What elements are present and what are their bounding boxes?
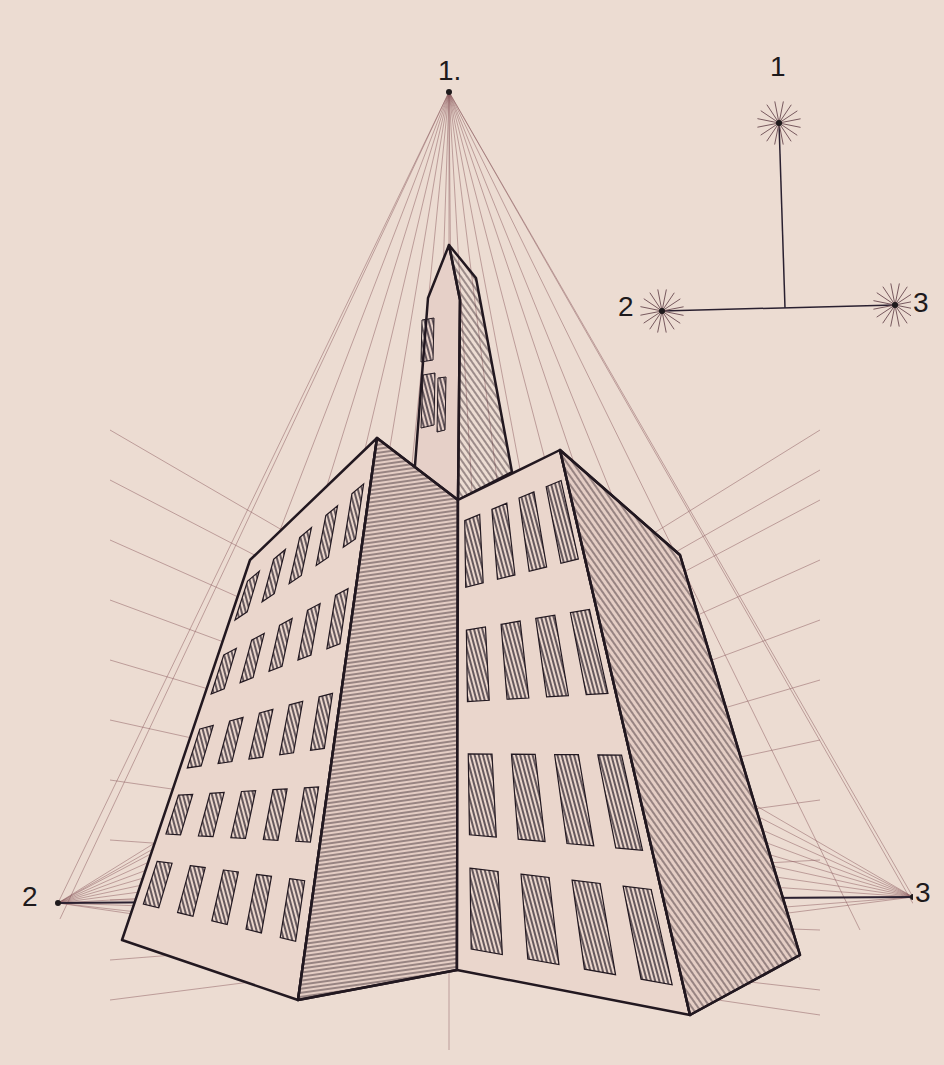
star-ray: [650, 293, 675, 329]
window: [310, 693, 332, 750]
star-ray: [640, 307, 683, 315]
vanishing-point-label: 3: [911, 288, 931, 318]
vanishing-point-label: 2: [20, 882, 40, 912]
window: [212, 870, 239, 925]
star-ray: [883, 287, 908, 323]
window: [269, 618, 292, 671]
vanishing-point-dot: [892, 302, 898, 308]
window: [235, 571, 259, 620]
vanishing-point-label: 1: [768, 52, 788, 82]
window: [296, 787, 319, 842]
star-ray: [761, 111, 798, 135]
star-ray: [640, 307, 683, 316]
window: [470, 868, 502, 954]
star-ray: [757, 119, 800, 128]
window: [623, 886, 672, 985]
window: [187, 725, 213, 768]
vanishing-point-dot: [776, 120, 782, 126]
star-ray: [650, 293, 674, 330]
window: [249, 709, 273, 759]
vanishing-point-dot: [55, 900, 61, 906]
window: [289, 528, 311, 584]
window: [280, 701, 303, 754]
window: [198, 792, 224, 836]
window: [231, 791, 256, 839]
window: [465, 514, 483, 587]
window: [316, 506, 337, 566]
right-wing-face-base: [560, 450, 800, 1015]
window: [468, 754, 496, 837]
construction-lines: [58, 92, 913, 1050]
window: [572, 880, 615, 975]
star-ray: [644, 299, 680, 324]
window: [218, 717, 243, 763]
vanishing-point-dot: [446, 89, 452, 95]
window: [143, 861, 172, 908]
vanishing-point-dot: [659, 308, 665, 314]
window: [492, 503, 515, 579]
window: [570, 609, 608, 694]
window: [598, 755, 643, 850]
star-ray: [658, 289, 666, 332]
window: [263, 789, 287, 840]
star-ray: [775, 101, 783, 144]
window: [327, 589, 348, 649]
star-ray: [761, 111, 797, 136]
window: [178, 866, 206, 917]
star-ray: [658, 289, 667, 332]
window: [511, 754, 545, 841]
star-ray: [877, 293, 914, 317]
star-ray: [877, 293, 913, 318]
tower-right-face: [449, 245, 512, 500]
vanishing-point-label: 1.: [436, 56, 463, 86]
vanishing-point-label: 2: [616, 292, 636, 322]
window: [555, 755, 594, 846]
key-axis: [779, 123, 785, 308]
window: [262, 549, 285, 601]
tower-window: [421, 373, 435, 428]
window: [501, 621, 529, 699]
window: [519, 492, 547, 572]
window: [343, 484, 363, 547]
window: [280, 879, 304, 942]
star-ray: [891, 283, 900, 326]
front-left-face-base: [298, 438, 458, 1000]
window: [240, 633, 264, 682]
window: [521, 874, 559, 964]
window: [466, 627, 489, 702]
window: [298, 604, 320, 661]
star-ray: [767, 105, 791, 142]
front-left-face: [298, 438, 458, 1000]
right-wing-face: [560, 450, 800, 1015]
window: [546, 481, 578, 564]
star-ray: [644, 299, 681, 323]
building-drawing: [122, 245, 800, 1015]
tower-window: [421, 318, 434, 362]
star-ray: [757, 119, 800, 127]
key-axis: [662, 305, 895, 311]
star-ray: [891, 283, 899, 326]
tower-window: [437, 377, 446, 432]
star-ray: [883, 287, 907, 324]
star-ray: [775, 101, 784, 144]
window: [211, 648, 236, 694]
star-ray: [767, 105, 792, 141]
window: [246, 874, 271, 933]
window: [536, 615, 569, 697]
window: [166, 794, 193, 835]
tower-left-face: [414, 245, 460, 500]
vanishing-point-key: [55, 89, 917, 906]
vanishing-point-label: 3: [913, 878, 933, 908]
